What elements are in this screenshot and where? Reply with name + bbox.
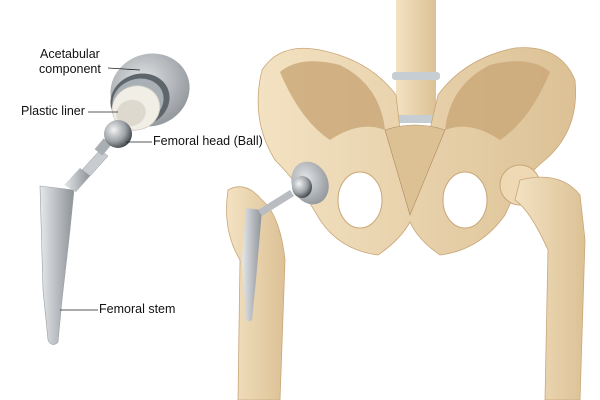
- label-line: Acetabular: [40, 47, 100, 61]
- intervertebral-disc: [392, 72, 440, 80]
- label-femoral-stem: Femoral stem: [99, 302, 176, 316]
- label-femoral-head: Femoral head (Ball): [153, 134, 263, 148]
- pelvis: [257, 0, 576, 256]
- intervertebral-disc: [392, 115, 440, 123]
- label-acetabular-component: Acetabular component: [39, 47, 101, 77]
- label-plastic-liner: Plastic liner: [21, 104, 85, 118]
- right-femur: [499, 164, 586, 400]
- leader-line-acetabular: [107, 67, 141, 71]
- label-line: component: [39, 62, 101, 76]
- femoral-head-ball: [104, 120, 132, 148]
- left-femur-with-implant: [226, 161, 329, 400]
- plastic-liner: [111, 85, 161, 131]
- femoral-stem-implant: [39, 138, 112, 345]
